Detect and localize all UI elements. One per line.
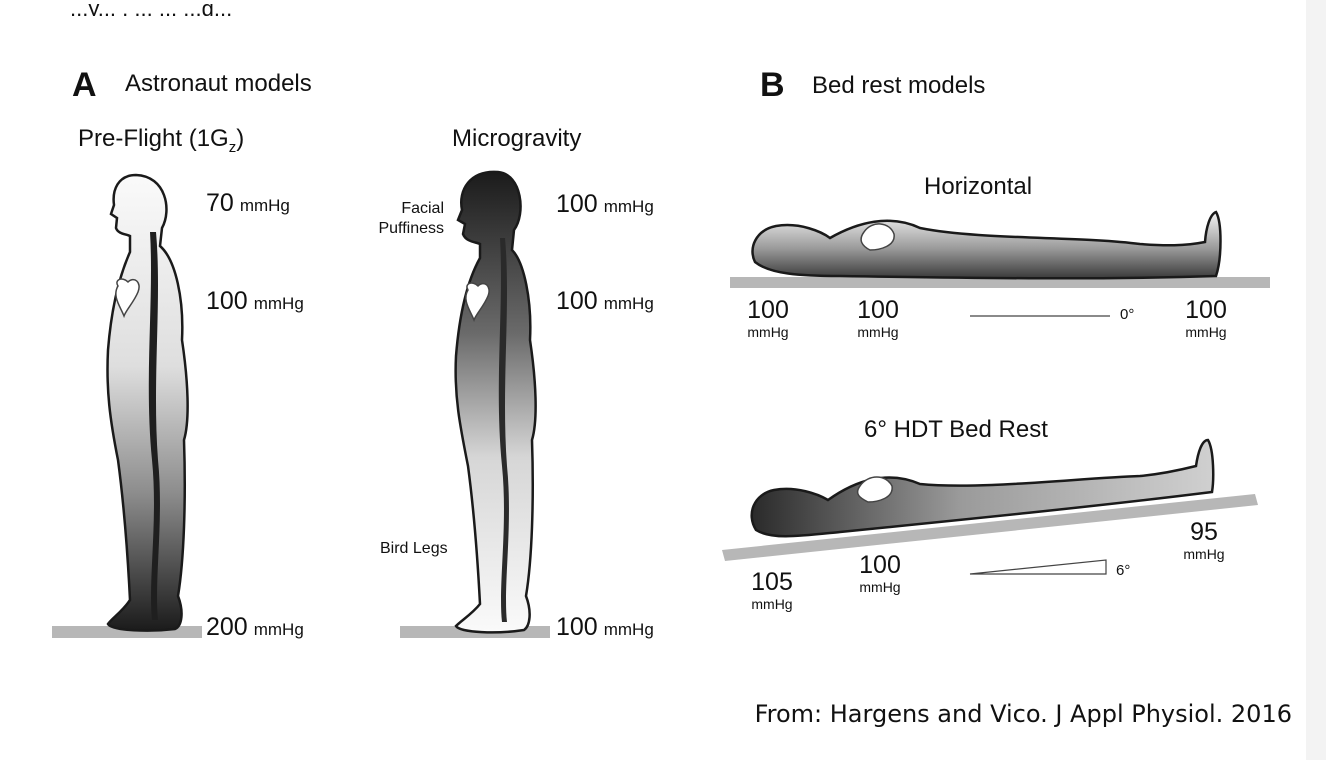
preflight-title: Pre-Flight (1Gz) [78,125,245,156]
horizontal-body [751,210,1222,280]
panel-b-letter: B [760,66,785,104]
horizontal-title: Horizontal [924,173,1033,200]
horizontal-heart-icon [860,223,895,251]
horizontal-angle-label: 0° [1120,306,1135,323]
panel-b-title: Bed rest models [812,72,986,99]
preflight-body [106,173,189,632]
preflight-vessel [148,232,160,620]
bird-legs-note: Bird Legs [380,540,448,557]
cropped-top-text: ...y... , ... ... ...g... [70,0,233,16]
hdt-body [750,438,1215,538]
panel-a-letter: A [72,66,97,104]
right-edge-bar [1306,0,1326,760]
hdt-angle-label: 6° [1116,562,1131,579]
micro-body [454,170,537,634]
hdt-title: 6° HDT Bed Rest [864,416,1048,443]
horizontal-bed [730,277,1270,288]
citation: From: Hargens and Vico. J Appl Physiol. … [754,700,1292,728]
micro-vessel [498,238,509,622]
preflight-heart-icon [115,278,140,319]
panel-a-title: Astronaut models [125,70,312,97]
micro-heart-icon [465,282,490,323]
microgravity-title: Microgravity [452,125,582,152]
hdt-heart-icon [856,476,893,503]
hdt-angle-marker [969,559,1107,575]
hdt-bed [722,494,1258,561]
